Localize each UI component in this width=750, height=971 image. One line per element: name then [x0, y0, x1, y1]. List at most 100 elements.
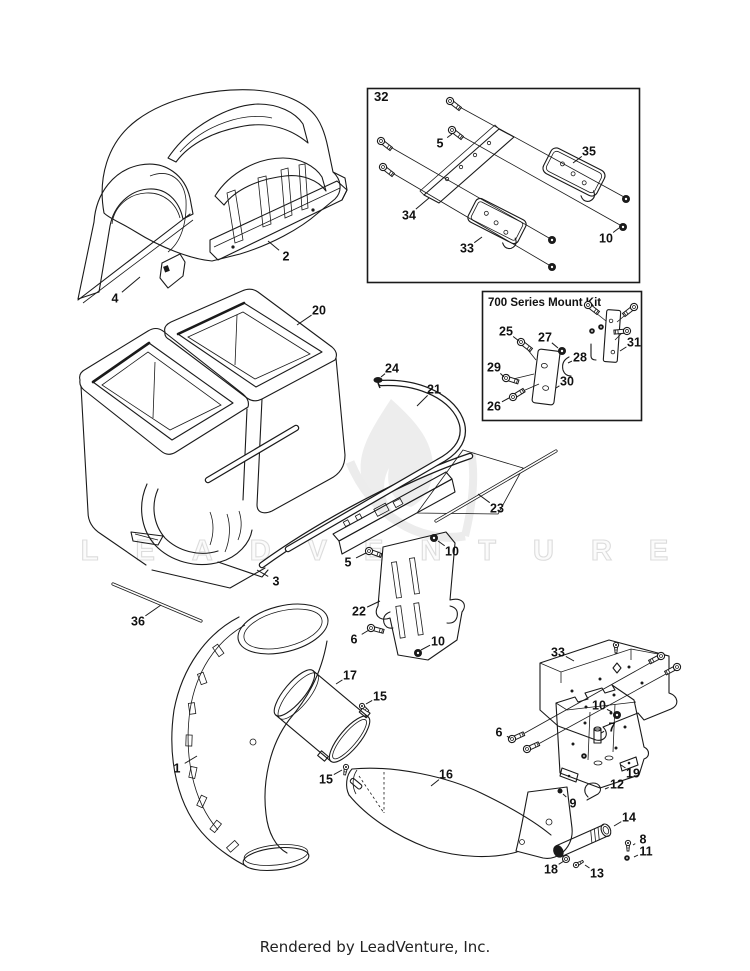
- screw-part-13: [571, 858, 585, 870]
- leader-line-part-10: [606, 708, 613, 713]
- leader-line-part-21: [416, 395, 428, 407]
- callout-part-11: 11: [639, 845, 652, 859]
- watermark-swoosh: [345, 460, 466, 542]
- leader-line-part-14: [613, 821, 622, 827]
- carriage-bolt: [377, 161, 397, 179]
- callout-part-23: 23: [490, 502, 504, 516]
- leader-line-part-25: [512, 336, 520, 342]
- carriage-bolt-part-5: [446, 124, 466, 142]
- bolt-part-8: [624, 839, 632, 852]
- leader-line-part-34: [415, 197, 430, 210]
- leader-line-part-35: [572, 155, 583, 164]
- callout-part-10: 10: [431, 635, 445, 649]
- leader-line-part-24: [380, 373, 386, 378]
- callout-part-27: 27: [538, 331, 552, 345]
- leader-line-part-7: [600, 730, 605, 734]
- callout-part-10: 10: [592, 699, 606, 713]
- callout-part-6: 6: [351, 633, 358, 647]
- mount-plate-part-35: [542, 147, 606, 202]
- kit-plate-left: [531, 348, 561, 406]
- leader-line-part-15: [333, 769, 343, 776]
- bolt: [663, 661, 683, 677]
- cross-channel-part-34: [419, 124, 515, 204]
- callout-part-35: 35: [582, 145, 596, 159]
- callout-part-20: 20: [312, 304, 326, 318]
- bolt: [613, 326, 632, 337]
- leader-line-part-15: [365, 700, 373, 705]
- callout-part-3: 3: [273, 575, 280, 589]
- leader-line-part-18: [558, 860, 565, 865]
- leader-line-part-13: [584, 864, 590, 869]
- callout-part-9: 9: [570, 797, 577, 811]
- leader-line-part-17: [335, 679, 343, 685]
- leader-line-part-5: [355, 552, 367, 559]
- lower-mount-assembly: [506, 639, 683, 801]
- mount-bracket-part-33: [539, 639, 678, 741]
- leader-line-part-22: [366, 600, 381, 608]
- callout-part-22: 22: [352, 605, 366, 619]
- leader-line-part-5: [446, 133, 453, 139]
- bolt: [620, 301, 640, 319]
- leader-line-part-10: [612, 227, 620, 233]
- leader-line-part-11: [633, 854, 639, 858]
- footer-credit: Rendered by LeadVenture, Inc.: [260, 938, 491, 956]
- bolt-part-6: [366, 623, 386, 636]
- callout-part-8: 8: [640, 833, 647, 847]
- carriage-bolt: [444, 95, 464, 113]
- bail-handle-part-21: [284, 379, 467, 553]
- callout-part-1: 1: [174, 762, 181, 776]
- leader-line-part-33: [565, 655, 575, 662]
- inset-box-32: 32: [366, 87, 641, 284]
- bolt-part-6: [506, 729, 526, 745]
- nut: [589, 328, 595, 334]
- callout-part-30: 30: [560, 375, 574, 389]
- callout-part-21: 21: [427, 383, 441, 397]
- leader-line-part-23: [477, 493, 491, 504]
- leader-line-part-10: [420, 644, 431, 651]
- callout-part-34: 34: [402, 209, 416, 223]
- leader-line-part-9: [562, 793, 567, 798]
- leader-line-part-8: [632, 843, 636, 846]
- nut: [619, 223, 627, 231]
- cap-part-24: [373, 377, 383, 389]
- leader-line-part-2: [267, 240, 280, 251]
- mount-kit-box: 700 Series Mount Kit: [481, 290, 643, 422]
- leader-line-part-20: [296, 314, 312, 326]
- support-rod-part-23: [434, 449, 558, 523]
- callout-part-17: 17: [343, 669, 357, 683]
- callout-part-16: 16: [439, 768, 453, 782]
- callout-part-19: 19: [626, 767, 640, 781]
- leader-line-part-26: [501, 397, 510, 403]
- nut: [548, 236, 556, 244]
- nut: [548, 263, 556, 271]
- hood-cover-part-2: [101, 89, 348, 289]
- callout-part-29: 29: [487, 361, 501, 375]
- support-frame: [111, 377, 558, 623]
- spacer-tube-part-14: [553, 823, 632, 870]
- nut: [598, 324, 604, 330]
- support-rod-part-36: [111, 582, 203, 623]
- lower-chute-part-16: [346, 767, 573, 859]
- callout-part-6: 6: [496, 726, 503, 740]
- callout-part-7: 7: [609, 721, 616, 735]
- leader-line-part-12: [604, 787, 609, 790]
- chute-collar-part-3: [130, 483, 269, 578]
- mount-kit-title: 700 Series Mount Kit: [488, 297, 601, 309]
- leader-line-part-28: [567, 360, 573, 364]
- leader-line-part-10: [437, 540, 445, 547]
- callout-part-33: 33: [551, 646, 565, 660]
- leader-line-part-3: [256, 569, 269, 577]
- inset-box-label: 32: [374, 89, 388, 104]
- leader-line-part-30: [555, 385, 560, 389]
- callout-part-2: 2: [283, 250, 290, 264]
- callout-part-31: 31: [627, 336, 641, 350]
- leader-line-part-33: [473, 236, 483, 244]
- watermark-swoosh-2: [461, 451, 478, 537]
- leader-line-part-4: [121, 276, 141, 293]
- leader-line-part-1: [184, 755, 198, 764]
- nut-part-10: [430, 534, 438, 542]
- clip-part-12: [584, 782, 602, 801]
- nut-part-27: [558, 347, 566, 355]
- callout-part-12: 12: [610, 778, 624, 792]
